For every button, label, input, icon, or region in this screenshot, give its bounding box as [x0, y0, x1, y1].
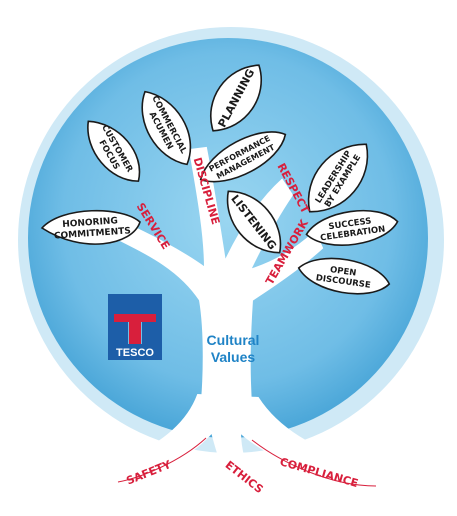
- leaf-success: SUCCESS CELEBRATION: [305, 209, 399, 246]
- logo-red-t-top: [114, 314, 156, 322]
- leaf-leadership: LEADERSHIP BY EXAMPLE: [307, 143, 369, 213]
- logo-text-bar: [108, 344, 162, 360]
- logo-blue-left: [108, 318, 128, 344]
- root-outline-left: [117, 437, 207, 483]
- leaf-open-line1: OPEN: [329, 265, 357, 279]
- leaf-honoring-line1: HONORING: [62, 216, 118, 230]
- logo-blue-right: [142, 318, 162, 344]
- cultural-values-line1: Cultural: [207, 332, 260, 348]
- tree-roots: [110, 393, 373, 500]
- tesco-logo: TESCO: [108, 294, 162, 360]
- leaf-customer: CUSTOMER FOCUS: [87, 120, 141, 182]
- leaf-open: OPEN DISCOURSE: [297, 257, 391, 295]
- root-outline-right: [251, 439, 377, 487]
- cultural-values-line2: Values: [211, 349, 256, 365]
- logo-text: TESCO: [116, 347, 154, 359]
- logo-red-t-stem: [129, 322, 141, 344]
- leaf-honoring: HONORING COMMITMENTS: [40, 209, 141, 245]
